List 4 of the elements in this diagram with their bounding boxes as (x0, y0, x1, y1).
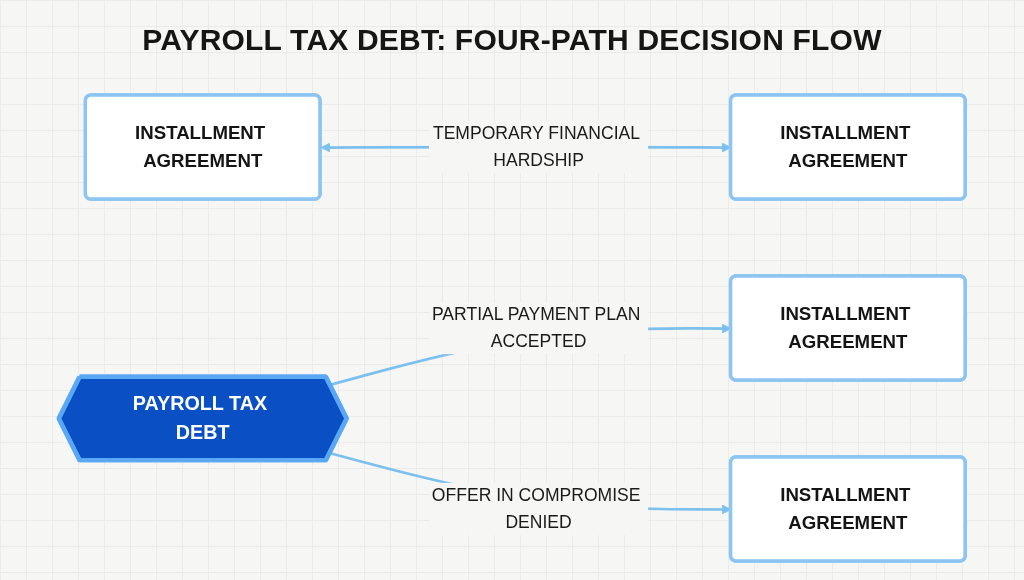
edge-label: OFFER IN COMPROMISE DENIED (431, 485, 641, 531)
diagram-title: PAYROLL TAX DEBT: FOUR-PATH DECISION FLOW (142, 23, 882, 57)
edge-label: PARTIAL PAYMENT PLAN ACCEPTED (431, 304, 641, 350)
edge-label: TEMPORARY FINANCIAL HARDSHIP (432, 124, 640, 169)
